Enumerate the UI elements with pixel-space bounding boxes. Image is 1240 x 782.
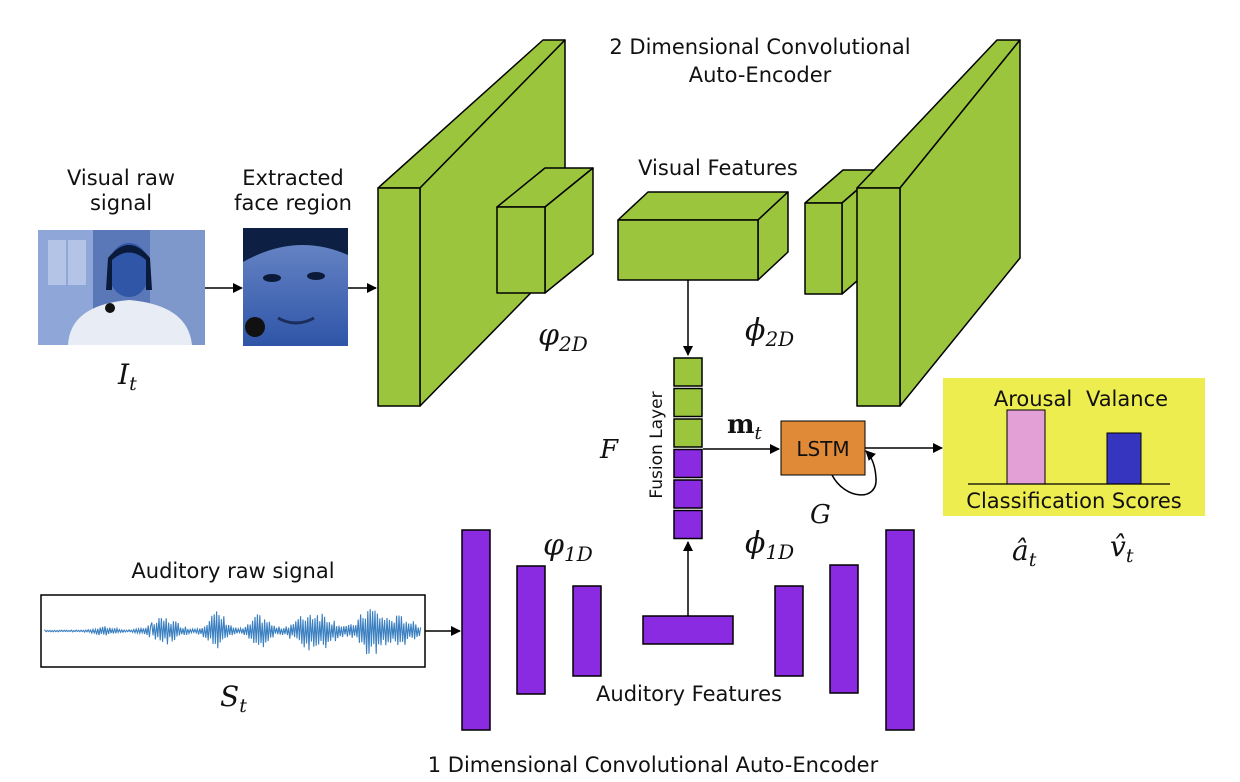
face-region-label-line2: face region — [234, 191, 352, 215]
auditory-waveform — [44, 609, 422, 655]
arousal-output-symbol: ât — [1012, 534, 1037, 571]
fusion-cell-visual — [673, 357, 703, 387]
fusion-cell-visual — [673, 418, 703, 448]
face-hair — [243, 228, 348, 262]
fused-vector-symbol: mt — [727, 410, 763, 444]
auditory-raw-label: Auditory raw signal — [131, 559, 334, 583]
face-mouth — [277, 316, 315, 325]
frame-head — [108, 243, 150, 297]
decoder1d-symbol: ϕ1D — [745, 526, 794, 564]
visual-raw-label-line1: Visual raw — [67, 166, 175, 190]
fusion-symbol: F — [599, 435, 619, 465]
encoder2d-layer1-front — [377, 187, 421, 407]
frame-microphone — [105, 303, 115, 313]
face-right-eye — [307, 272, 325, 280]
auditory-input-symbol: St — [220, 680, 247, 717]
encoder2d-layer2-front — [496, 206, 546, 294]
decoder2d-layer2-front — [856, 187, 901, 407]
frame-hair — [106, 245, 152, 290]
decoder2d-layer2-block — [856, 39, 1021, 407]
decoder1d-layer1-block — [774, 585, 804, 677]
decoder2d-layer1-front — [804, 202, 843, 295]
encoder1d-layer2-block — [516, 565, 546, 695]
visual-features-front — [617, 219, 759, 281]
arousal-label: Arousal — [994, 387, 1072, 411]
lstm-label: LSTM — [796, 437, 849, 461]
fusion-cell-auditory — [673, 479, 703, 509]
visual-raw-label-line2: signal — [90, 191, 152, 215]
encoder1d-layer3-block — [572, 585, 602, 677]
decoder1d-layer3-block — [885, 529, 915, 731]
encoder1d-symbol: φ1D — [543, 528, 593, 566]
fusion-cell-auditory — [673, 448, 703, 479]
classification-panel — [943, 378, 1205, 516]
visual-features-block — [617, 191, 789, 281]
fusion-cell-auditory — [673, 509, 703, 540]
classification-scores-label: Classification Scores — [966, 489, 1181, 513]
encoder2d-layer1-block — [377, 39, 566, 407]
face-left-eye — [263, 274, 281, 282]
lstm-symbol: G — [810, 500, 831, 530]
face-region-label-line1: Extracted — [242, 166, 343, 190]
extracted-face-image — [243, 228, 348, 346]
auditory-features-block — [642, 615, 734, 645]
arousal-score-bar — [1006, 409, 1046, 485]
visual-raw-frame-image — [38, 230, 205, 345]
valance-label: Valance — [1086, 387, 1168, 411]
encoder2d-layer2-block — [496, 167, 594, 294]
valance-output-symbol: v̂t — [1110, 530, 1134, 567]
visual-features-label: Visual Features — [638, 156, 798, 180]
frame-shirt — [68, 300, 192, 345]
ae2d-title-line2: Auto-Encoder — [689, 63, 832, 87]
fusion-layer-column — [673, 357, 703, 540]
encoder1d-layer1-block — [461, 529, 491, 731]
face-microphone — [245, 317, 265, 337]
fusion-cell-visual — [673, 387, 703, 418]
lstm-recurrence-arrow — [831, 450, 877, 496]
ae2d-title-line1: 2 Dimensional Convolutional — [609, 35, 910, 59]
decoder1d-layer2-block — [829, 564, 859, 694]
fusion-layer-label: Fusion Layer — [647, 391, 667, 498]
valance-score-bar — [1106, 432, 1142, 485]
decoder2d-symbol: ϕ2D — [745, 313, 794, 351]
auditory-features-label: Auditory Features — [596, 682, 782, 706]
encoder2d-symbol: φ2D — [538, 318, 588, 356]
visual-input-symbol: It — [117, 358, 137, 395]
ae1d-title: 1 Dimensional Convolutional Auto-Encoder — [428, 753, 879, 777]
